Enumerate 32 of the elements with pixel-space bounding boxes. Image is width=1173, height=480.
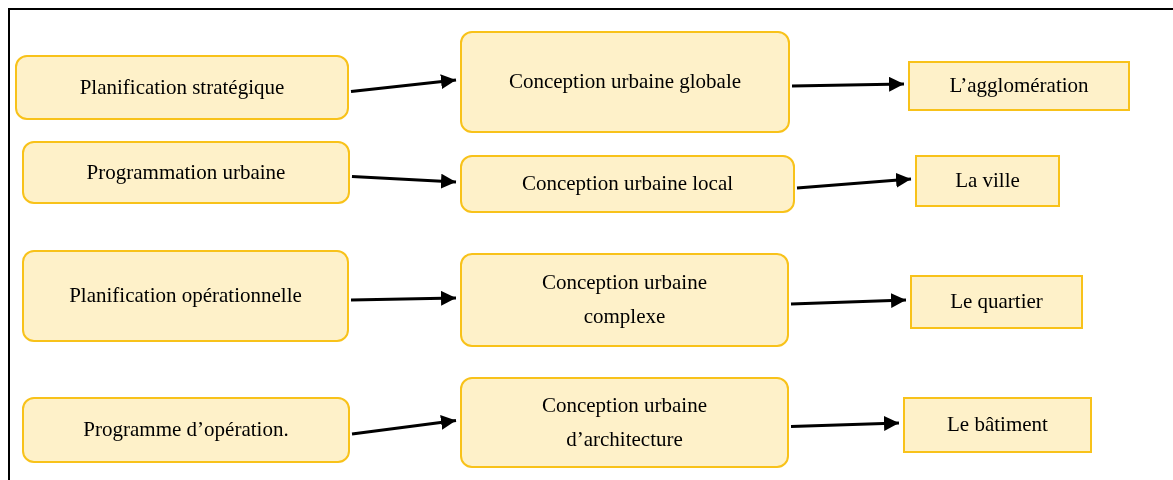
- box-label: Programmation urbaine: [86, 158, 286, 186]
- box-label: Conception urbaine d’architecture: [540, 391, 708, 453]
- box-label: Planification stratégique: [79, 73, 285, 101]
- process-box: [22, 141, 350, 204]
- box-label: L’agglomération: [949, 72, 1089, 100]
- box-label: Planification opérationnelle: [69, 282, 302, 310]
- arrow: [796, 172, 912, 190]
- box-label: La ville: [955, 167, 1020, 195]
- level-box: [910, 275, 1083, 329]
- box-label: Le bâtiment: [947, 411, 1048, 439]
- arrow: [351, 415, 457, 436]
- arrow: [791, 76, 905, 92]
- process-box: [460, 155, 795, 213]
- box-label: Conception urbaine local: [521, 170, 734, 198]
- process-box: [15, 55, 349, 120]
- process-box: [460, 31, 790, 133]
- arrow: [790, 293, 907, 308]
- arrow: [351, 173, 457, 189]
- process-box: [22, 250, 349, 342]
- box-label: Le quartier: [950, 288, 1043, 316]
- arrow: [350, 290, 457, 306]
- box-label: Conception urbaine complexe: [540, 269, 708, 330]
- arrow: [350, 74, 457, 93]
- process-box: [460, 253, 789, 347]
- process-box: [460, 377, 789, 468]
- box-label: Conception urbaine globale: [508, 68, 742, 96]
- level-box: [915, 155, 1060, 207]
- box-label: Programme d’opération.: [83, 416, 289, 444]
- arrow: [790, 416, 900, 431]
- level-box: [908, 61, 1130, 111]
- process-box: [22, 397, 350, 463]
- level-box: [903, 397, 1092, 453]
